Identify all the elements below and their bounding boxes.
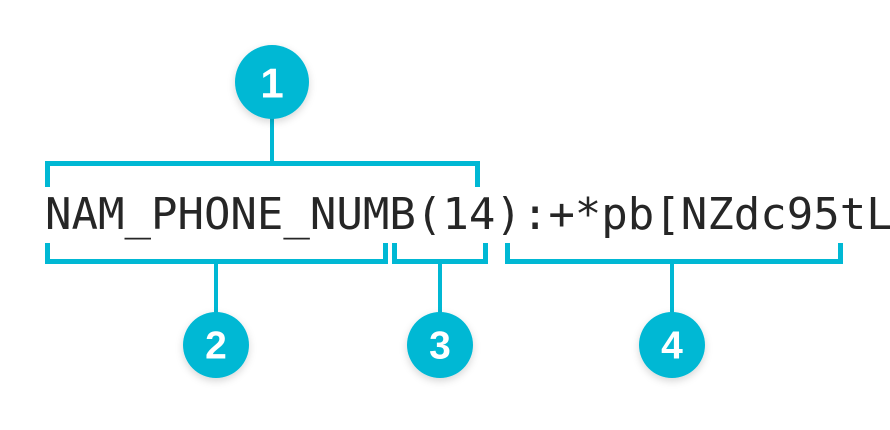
badge-4-label: 4: [661, 325, 683, 368]
badge-3-circle[interactable]: [407, 312, 473, 378]
callout-badge-4[interactable]: 4: [639, 312, 705, 378]
callout-badge-3[interactable]: 3: [407, 312, 473, 378]
badge-2-label: 2: [205, 325, 227, 368]
badge-4-circle[interactable]: [639, 312, 705, 378]
bracket-segment-3: [392, 243, 488, 313]
callout-badge-1[interactable]: 1: [235, 45, 309, 119]
badge-1-label: 1: [260, 60, 283, 107]
badge-1-circle[interactable]: [235, 45, 309, 119]
code-string: NAM_PHONE_NUMB(14):+*pb[NZdc95tLB: [45, 189, 890, 240]
bracket-segment-4: [505, 243, 843, 313]
bracket-segment-1: [45, 118, 480, 187]
badge-3-label: 3: [429, 325, 451, 368]
bracket-segment-2: [45, 243, 388, 313]
badge-2-circle[interactable]: [183, 312, 249, 378]
callout-badge-2[interactable]: 2: [183, 312, 249, 378]
